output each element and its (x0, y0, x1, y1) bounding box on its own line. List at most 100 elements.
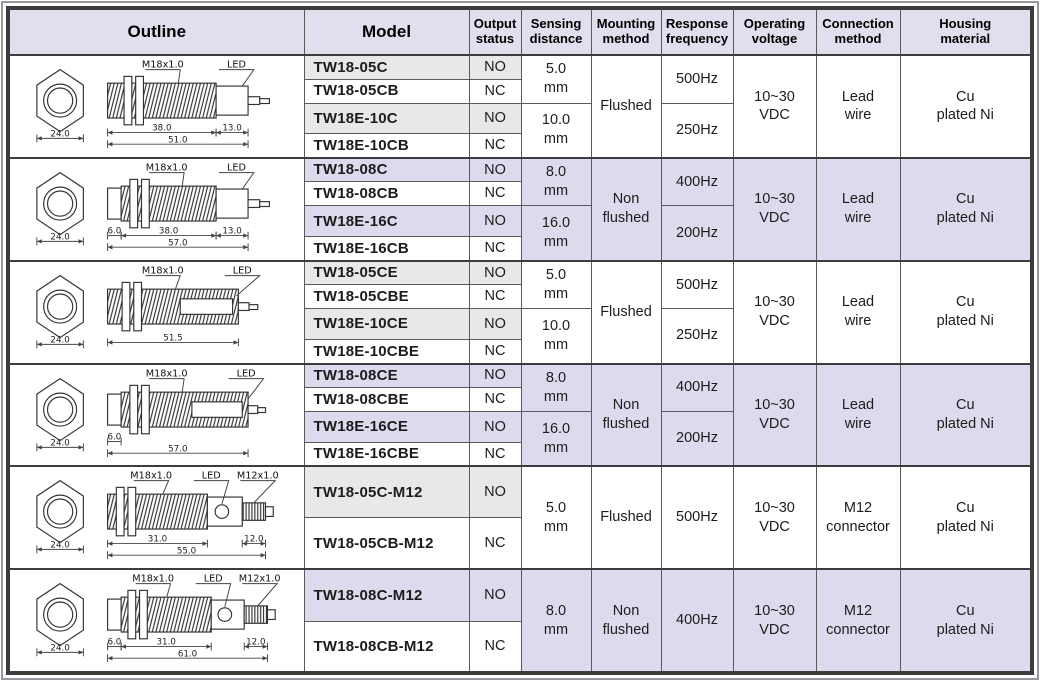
output-status-cell: NO (468, 260, 522, 286)
response-frequency-cell: 500Hz (660, 260, 734, 310)
housing-material-cell: Cu plated Ni (899, 465, 1033, 570)
mounting-method-cell: Flushed (590, 465, 662, 570)
model-cell: TW18-05CBE (303, 284, 470, 310)
model-cell: TW18E-16CE (303, 411, 470, 443)
model-cell: TW18E-16CB (303, 236, 470, 262)
mounting-nut (140, 178, 150, 229)
led-label: LED (203, 574, 222, 585)
led-label: LED (202, 471, 221, 482)
mounting-nut (129, 178, 138, 229)
mounting-nut (123, 75, 133, 126)
model-cell: TW18E-16CBE (303, 441, 470, 467)
housing-material-cell: Cu plated Ni (899, 260, 1033, 365)
model-cell: TW18-08CE (303, 363, 470, 389)
output-status-cell: NC (468, 236, 522, 262)
sensing-distance-cell: 16.0 mm (520, 411, 592, 467)
table-header: Outline Model Output status Sensing dist… (7, 7, 1033, 56)
col-header-mounting-method: Mounting method (590, 7, 662, 56)
mounting-nut (140, 384, 150, 434)
model-cell: TW18E-10C (303, 102, 470, 135)
led-indicator (217, 607, 232, 623)
housing-material-cell: Cu plated Ni (899, 363, 1033, 467)
col-header-model: Model (303, 7, 470, 56)
connection-method-cell: Lead wire (815, 363, 901, 467)
model-cell: TW18-08CB-M12 (303, 620, 470, 674)
m12-spec-label: M12x1.0 (237, 471, 279, 482)
mounting-nut (115, 487, 125, 537)
model-cell: TW18-05C-M12 (303, 465, 470, 519)
operating-voltage-cell: 10~30 VDC (732, 363, 817, 467)
dimension-label: 24.0 (50, 129, 69, 139)
connection-method-cell: M12 connector (815, 465, 901, 570)
cable-outlet (258, 200, 270, 207)
thread-spec-label: M18x1.0 (130, 471, 172, 482)
dimension-label: 24.0 (50, 232, 69, 242)
model-cell: TW18E-10CBE (303, 339, 470, 365)
mounting-nut (138, 590, 148, 640)
col-header-sensing-distance: Sensing distance (520, 7, 592, 56)
output-status-cell: NC (468, 387, 522, 413)
model-cell: TW18-05CB (303, 78, 470, 104)
mounting-method-cell: Flushed (590, 54, 662, 159)
spec-table: Outline Model Output status Sensing dist… (6, 6, 1034, 676)
spec-sheet: Outline Model Output status Sensing dist… (1, 1, 1039, 681)
dimension-label: 38.0 (159, 226, 178, 236)
cable-outlet (247, 404, 259, 414)
dimension-label: 61.0 (178, 649, 197, 659)
operating-voltage-cell: 10~30 VDC (732, 568, 817, 674)
housing-material-cell: Cu plated Ni (899, 157, 1033, 262)
model-cell: TW18-08C (303, 157, 470, 183)
output-status-cell: NC (468, 284, 522, 310)
col-header-connection-method: Connection method (815, 7, 901, 56)
operating-voltage-cell: 10~30 VDC (732, 465, 817, 570)
model-cell: TW18-08CB (303, 181, 470, 207)
cable-outlet (256, 406, 266, 413)
response-frequency-cell: 400Hz (660, 363, 734, 413)
output-status-cell: NC (468, 441, 522, 467)
sensing-distance-cell: 5.0 mm (520, 54, 592, 104)
output-status-cell: NO (468, 205, 522, 238)
cable-outlet (248, 303, 259, 310)
thread-spec-label: M18x1.0 (142, 60, 184, 71)
dimension-label: 13.0 (222, 124, 241, 134)
operating-voltage-cell: 10~30 VDC (732, 157, 817, 262)
connection-method-cell: Lead wire (815, 54, 901, 159)
response-frequency-cell: 500Hz (660, 54, 734, 104)
output-status-cell: NC (468, 181, 522, 207)
operating-voltage-cell: 10~30 VDC (732, 54, 817, 159)
mounting-nut (129, 384, 138, 434)
dimension-label: 55.0 (177, 547, 196, 557)
led-label: LED (227, 60, 246, 71)
thread-spec-label: M18x1.0 (146, 368, 188, 379)
model-cell: TW18E-16C (303, 205, 470, 238)
output-status-cell: NO (468, 102, 522, 135)
model-cell: TW18-08C-M12 (303, 568, 470, 622)
output-status-cell: NO (468, 308, 522, 341)
model-cell: TW18E-10CB (303, 133, 470, 159)
model-cell: TW18-05CE (303, 260, 470, 286)
sensing-distance-cell: 8.0 mm (520, 157, 592, 207)
m12-spec-label: M12x1.0 (239, 574, 281, 585)
mounting-method-cell: Flushed (590, 260, 662, 365)
model-cell: TW18-08CBE (303, 387, 470, 413)
dimension-label: 6.0 (107, 432, 121, 442)
sensing-distance-cell: 16.0 mm (520, 205, 592, 262)
